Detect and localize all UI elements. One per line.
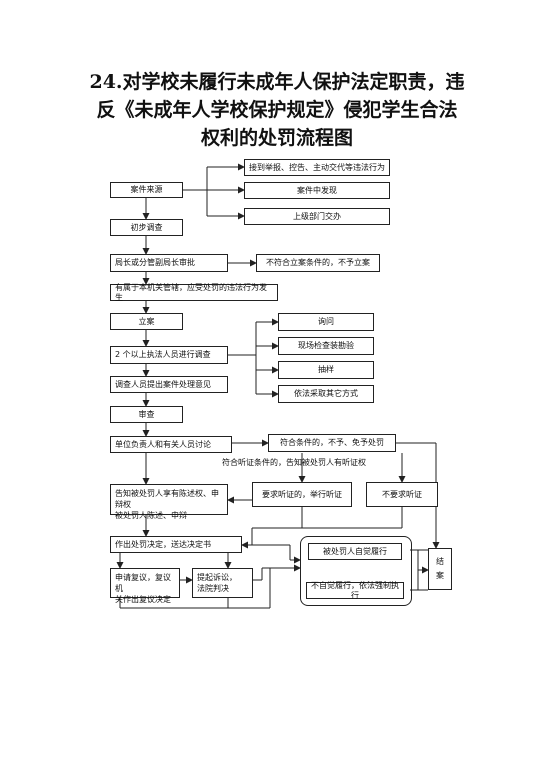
node-lawsuit: 提起诉讼， 法院判决 — [192, 568, 253, 598]
node-inform-rights-line-1: 告知被处罚人享有陈述权、申辩权 — [115, 489, 219, 509]
node-lawsuit-line-2: 法院判决 — [197, 584, 229, 593]
node-onsite-inspection: 现场检查装勘验 — [278, 337, 374, 355]
node-source-report: 接到举报、控告、主动交代等违法行为 — [244, 159, 390, 176]
node-close-char-1: 结 — [436, 557, 444, 566]
node-close-char-2: 案 — [436, 571, 444, 580]
node-source-transfer: 上级部门交办 — [244, 208, 390, 225]
label-hearing-notice: 符合听证条件的，告知被处罚人有听证权 — [222, 458, 366, 467]
execution-group-outline — [300, 536, 412, 606]
node-reconsideration: 申请复议，复议机 关作出复议决定 — [110, 568, 180, 604]
node-other-methods: 依法采取其它方式 — [278, 385, 374, 403]
node-case-source: 案件来源 — [110, 182, 183, 198]
node-close: 结 案 — [428, 548, 452, 590]
node-no-hearing: 不要求听证 — [366, 482, 438, 507]
page-title-line-1: 24.对学校未履行未成年人保护法定职责，违 — [89, 71, 465, 93]
node-investigate-two: 2 个以上执法人员进行调查 — [110, 346, 228, 364]
node-filing: 立案 — [110, 313, 183, 330]
node-review: 审查 — [110, 406, 183, 423]
node-inquiry: 询问 — [278, 313, 374, 331]
page-title-line-2: 反《未成年人学校保护规定》侵犯学生合法 — [96, 99, 458, 121]
node-opinion: 调查人员提出案件处理意见 — [110, 376, 228, 393]
node-not-filed: 不符合立案条件的，不予立案 — [256, 254, 380, 272]
node-reconsideration-line-2: 关作出复议决定 — [115, 595, 171, 604]
node-inform-rights: 告知被处罚人享有陈述权、申辩权 被处罚人陈述、申辩 — [110, 484, 228, 520]
node-director-approval: 局长或分管副局长审批 — [110, 254, 228, 272]
node-request-hearing: 要求听证的，举行听证 — [252, 482, 352, 507]
node-discussion: 单位负责人和有关人员讨论 — [110, 436, 232, 453]
page-title-line-3: 权利的处罚流程图 — [200, 127, 353, 149]
node-initial-investigation: 初步调查 — [110, 219, 183, 236]
node-decision: 作出处罚决定，送达决定书 — [110, 536, 242, 553]
node-jurisdiction: 有属于本机关管辖，应受处罚的违法行为发生 — [110, 283, 278, 302]
node-sampling: 抽样 — [278, 361, 374, 379]
node-voluntary: 被处罚人自觉履行 — [308, 543, 402, 560]
node-source-case: 案件中发现 — [244, 182, 390, 199]
node-no-penalty: 符合条件的，不予、免予处罚 — [268, 434, 396, 452]
node-reconsideration-line-1: 申请复议，复议机 — [115, 573, 171, 593]
node-inform-rights-line-2: 被处罚人陈述、申辩 — [115, 511, 187, 520]
node-lawsuit-line-1: 提起诉讼， — [197, 573, 237, 582]
node-enforcement: 不自觉履行，依法强制执行 — [306, 581, 404, 600]
